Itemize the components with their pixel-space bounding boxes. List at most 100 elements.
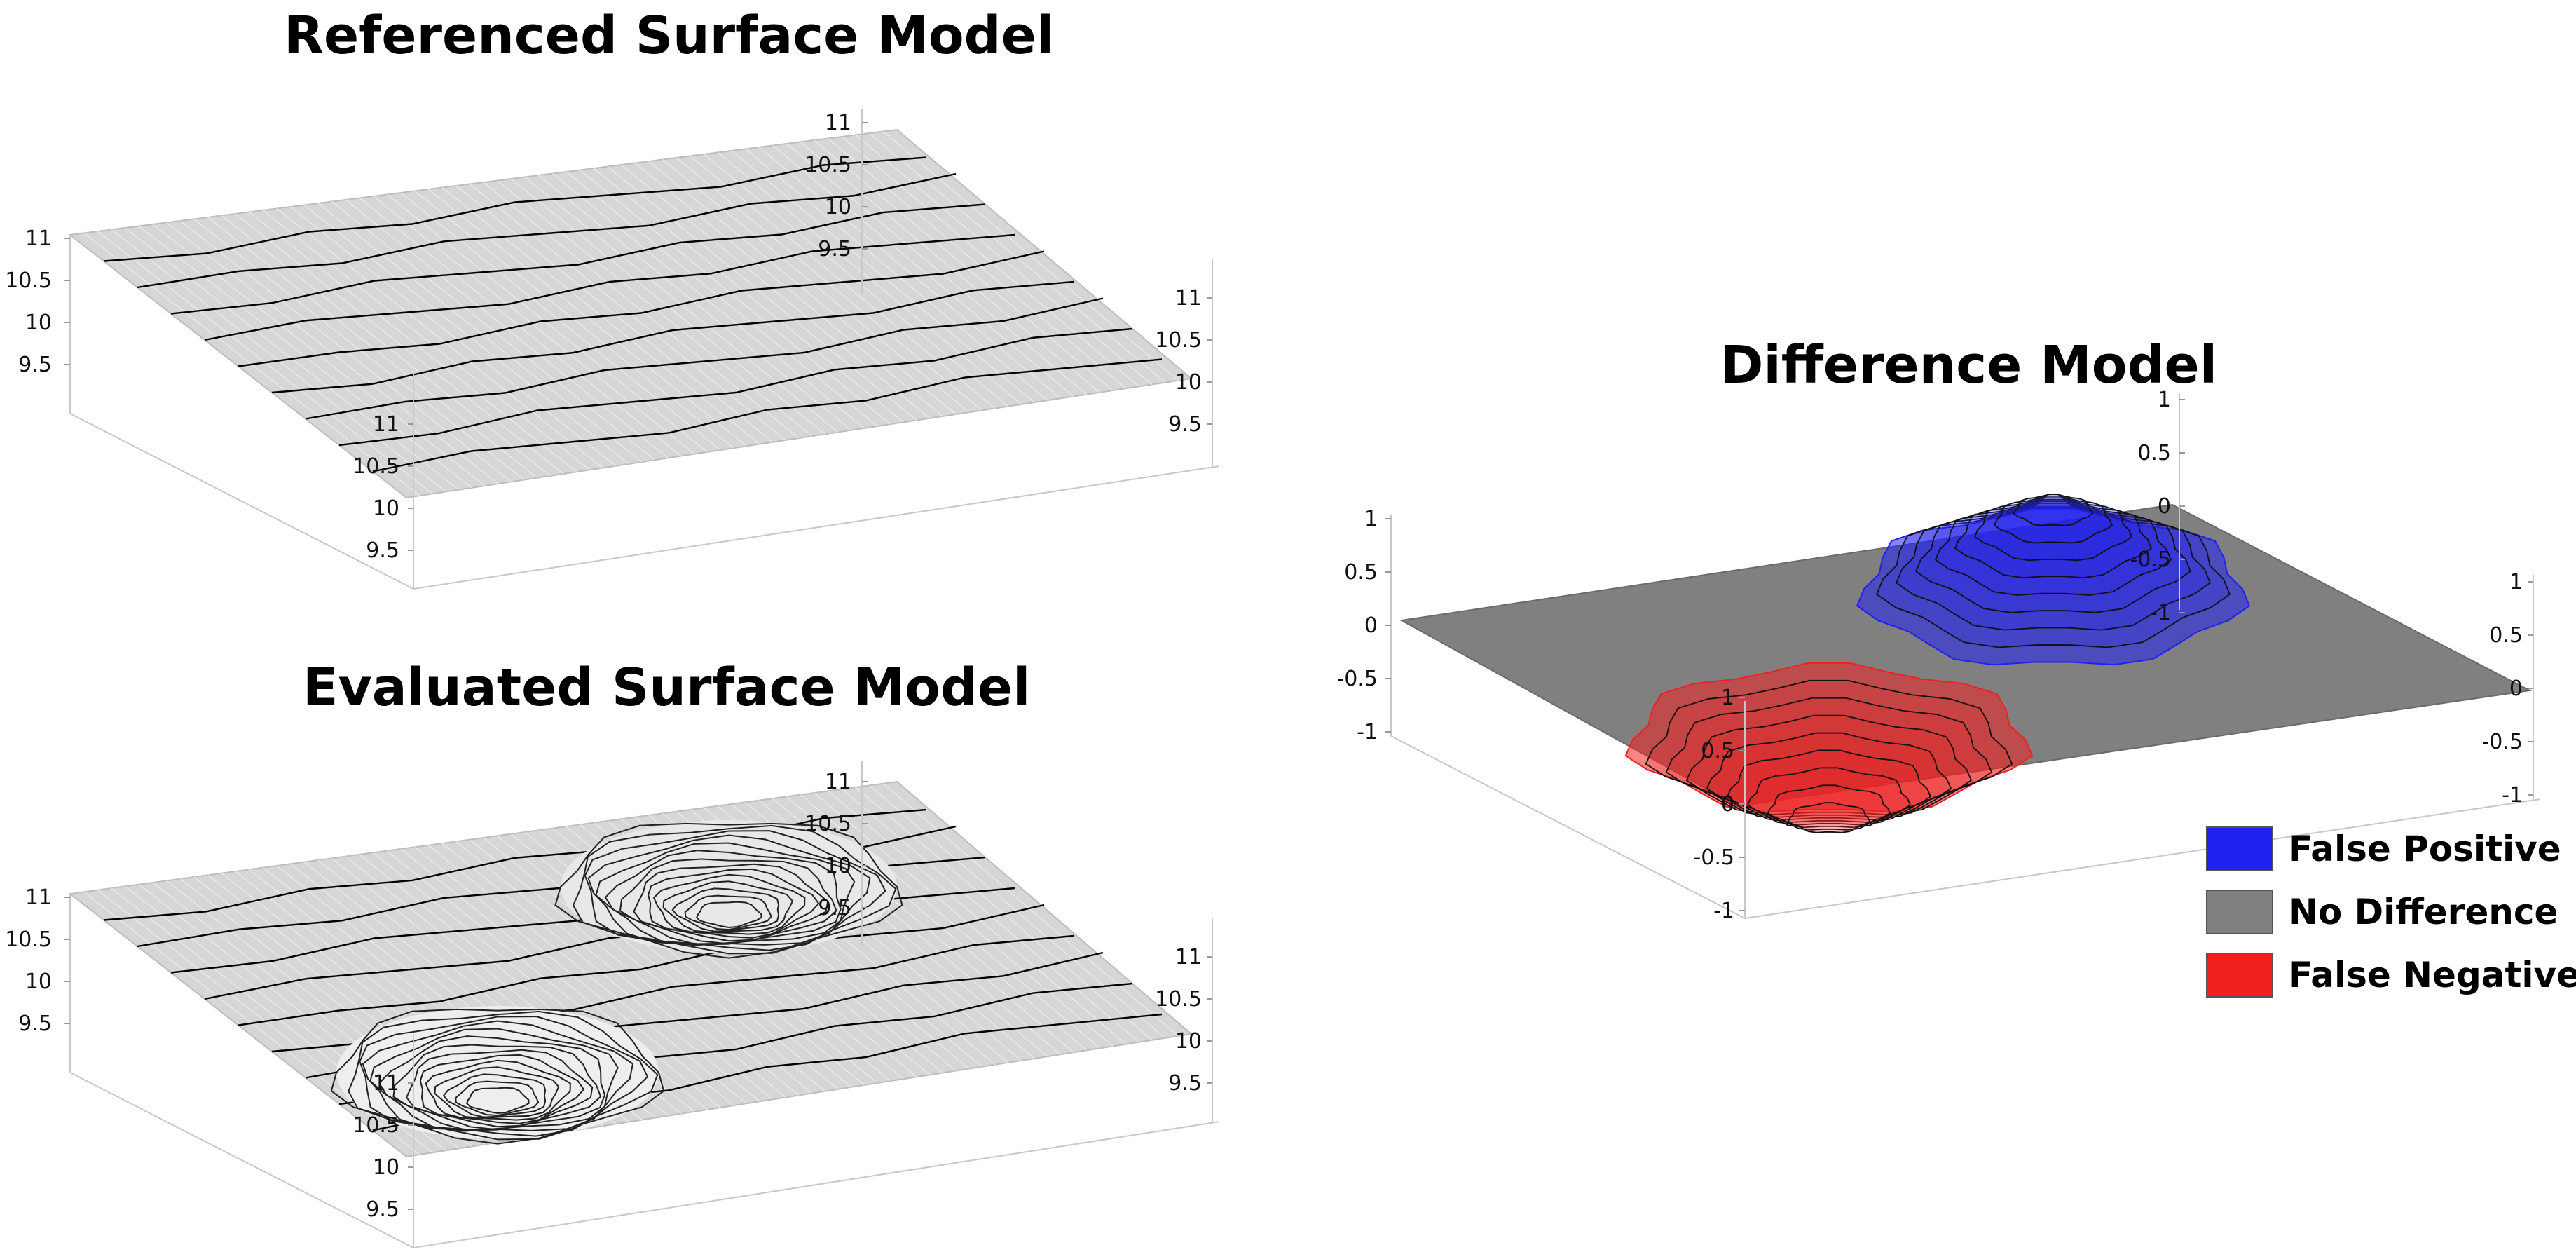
evaluated-tick-label: 9.5	[366, 1197, 399, 1222]
evaluated-pit-contour	[359, 1016, 649, 1137]
evaluated-tick-label: 9.5	[1168, 1071, 1202, 1096]
reference-mesh-line	[828, 138, 1127, 389]
difference-tick-label: 1	[2509, 570, 2523, 594]
reference-tick-label: 10.5	[1155, 328, 1202, 353]
reference-contour-line	[338, 327, 1133, 447]
evaluated-tick-label: 10	[25, 969, 52, 994]
reference-mesh-line	[580, 170, 891, 425]
evaluated-tick-label: 9.5	[818, 896, 851, 920]
reference-mesh-line	[621, 164, 931, 419]
reference-contour-line	[372, 358, 1163, 472]
evaluated-panel-title: Evaluated Surface Model	[303, 658, 1031, 718]
evaluated-mesh-line	[814, 792, 1114, 1047]
reference-mesh-line	[221, 215, 551, 477]
reference-tick-label: 10	[25, 311, 52, 335]
evaluated-tick-label: 10.5	[804, 812, 851, 836]
false-negative-region-contour	[1767, 784, 1891, 831]
reference-mesh-line	[731, 150, 1035, 403]
difference-tick-label: 0	[1721, 792, 1734, 817]
reference-contour-line	[204, 233, 1015, 341]
reference-mesh-line	[607, 166, 917, 421]
difference-tick-label: 0.5	[1344, 560, 1378, 585]
difference-tick-label: 0	[2158, 494, 2171, 519]
reference-mesh-line	[882, 131, 1179, 381]
evaluated-hill-contour	[662, 880, 794, 934]
reference-mesh-line	[841, 136, 1139, 387]
evaluated-axis-line	[69, 1072, 414, 1248]
reference-mesh-line	[249, 212, 577, 472]
reference-mesh-line	[400, 192, 721, 451]
false-positive-region-contour	[1914, 503, 2192, 613]
reference-mesh-line	[373, 196, 695, 455]
difference-tick-label: 0.5	[2489, 623, 2523, 648]
no-difference-label: No Difference	[2289, 892, 2558, 932]
evaluated-mesh-line	[828, 790, 1127, 1045]
legend-item-false-positive: False Positive	[2206, 817, 2576, 880]
reference-tick-label: 10.5	[804, 153, 851, 177]
evaluated-plot: 1110.5109.51110.5109.51110.5109.51110.51…	[5, 761, 1220, 1248]
evaluated-tick-label: 11	[1175, 945, 1202, 969]
evaluated-hill-contour	[652, 873, 806, 935]
evaluated-tick-label: 11	[373, 1071, 399, 1096]
reference-contour-line	[271, 280, 1074, 394]
reference-mesh-line	[455, 185, 774, 443]
reference-mesh-line	[483, 182, 800, 439]
evaluated-pit-contour	[425, 1059, 571, 1121]
legend: False Positive No Difference False Negat…	[2206, 817, 2576, 1007]
reference-mesh-line	[469, 184, 786, 441]
reference-mesh-line	[193, 219, 525, 480]
evaluated-pit-contour	[392, 1044, 602, 1131]
evaluated-mesh-line	[414, 846, 734, 1106]
reference-mesh-line	[359, 198, 682, 456]
reference-mesh-line	[551, 173, 865, 429]
evaluated-tick-label: 10	[1175, 1029, 1202, 1054]
reference-mesh-line	[317, 203, 643, 463]
evaluated-pit-contour	[369, 1028, 619, 1132]
reference-tick-label: 10	[825, 195, 851, 219]
reference-contour-line	[137, 172, 957, 289]
false-positive-region-contour	[1993, 495, 2113, 544]
reference-mesh-line	[593, 168, 904, 423]
difference-axis-line	[1744, 798, 2541, 919]
difference-tick-label: -0.5	[2481, 730, 2523, 754]
reference-axis-line	[69, 413, 414, 590]
reference-mesh-line	[745, 149, 1048, 401]
difference-tick-label: 1	[1364, 507, 1378, 531]
evaluated-hill-contour	[584, 830, 886, 951]
reference-mesh-line	[497, 180, 813, 437]
false-positive-region-contour	[2013, 494, 2094, 526]
difference-tick-label: 1	[1721, 686, 1734, 710]
reference-tick-label: 9.5	[366, 538, 399, 563]
evaluated-tick-label: 10	[825, 854, 851, 878]
false-positive-region-contour	[1954, 498, 2153, 579]
evaluated-pit-contour	[362, 1020, 634, 1131]
evaluated-tick-label: 10.5	[352, 1113, 399, 1138]
reference-tick-label: 11	[373, 412, 399, 437]
reference-mesh-line	[772, 145, 1074, 397]
reference-mesh-line	[276, 208, 603, 468]
false-negative-region-contour	[1726, 749, 1932, 826]
false-negative-region-contour	[1787, 802, 1871, 833]
difference-tick-label: -1	[2502, 783, 2523, 808]
difference-tick-label: 0	[1364, 613, 1378, 638]
evaluated-pit-contour	[434, 1066, 560, 1120]
no-difference-swatch	[2206, 890, 2273, 934]
difference-tick-label: 0.5	[1701, 739, 1734, 763]
difference-tick-label: -1	[2150, 601, 2171, 625]
reference-axis-line	[413, 465, 1220, 590]
reference-mesh-line	[662, 159, 970, 413]
reference-mesh-line	[303, 205, 629, 465]
difference-tick-label: 1	[2158, 388, 2171, 412]
evaluated-mesh-line	[400, 848, 721, 1108]
reference-mesh-line	[262, 210, 590, 470]
evaluated-hill-contour	[696, 901, 762, 928]
false-negative-swatch	[2206, 953, 2273, 998]
legend-item-no-difference: No Difference	[2206, 880, 2576, 944]
evaluated-tick-label: 9.5	[18, 1012, 52, 1036]
reference-mesh-line	[538, 175, 852, 431]
reference-mesh-line	[814, 139, 1114, 391]
false-negative-region-contour	[1645, 679, 2013, 815]
reference-mesh-line	[648, 161, 957, 415]
reference-mesh-line	[786, 143, 1088, 395]
